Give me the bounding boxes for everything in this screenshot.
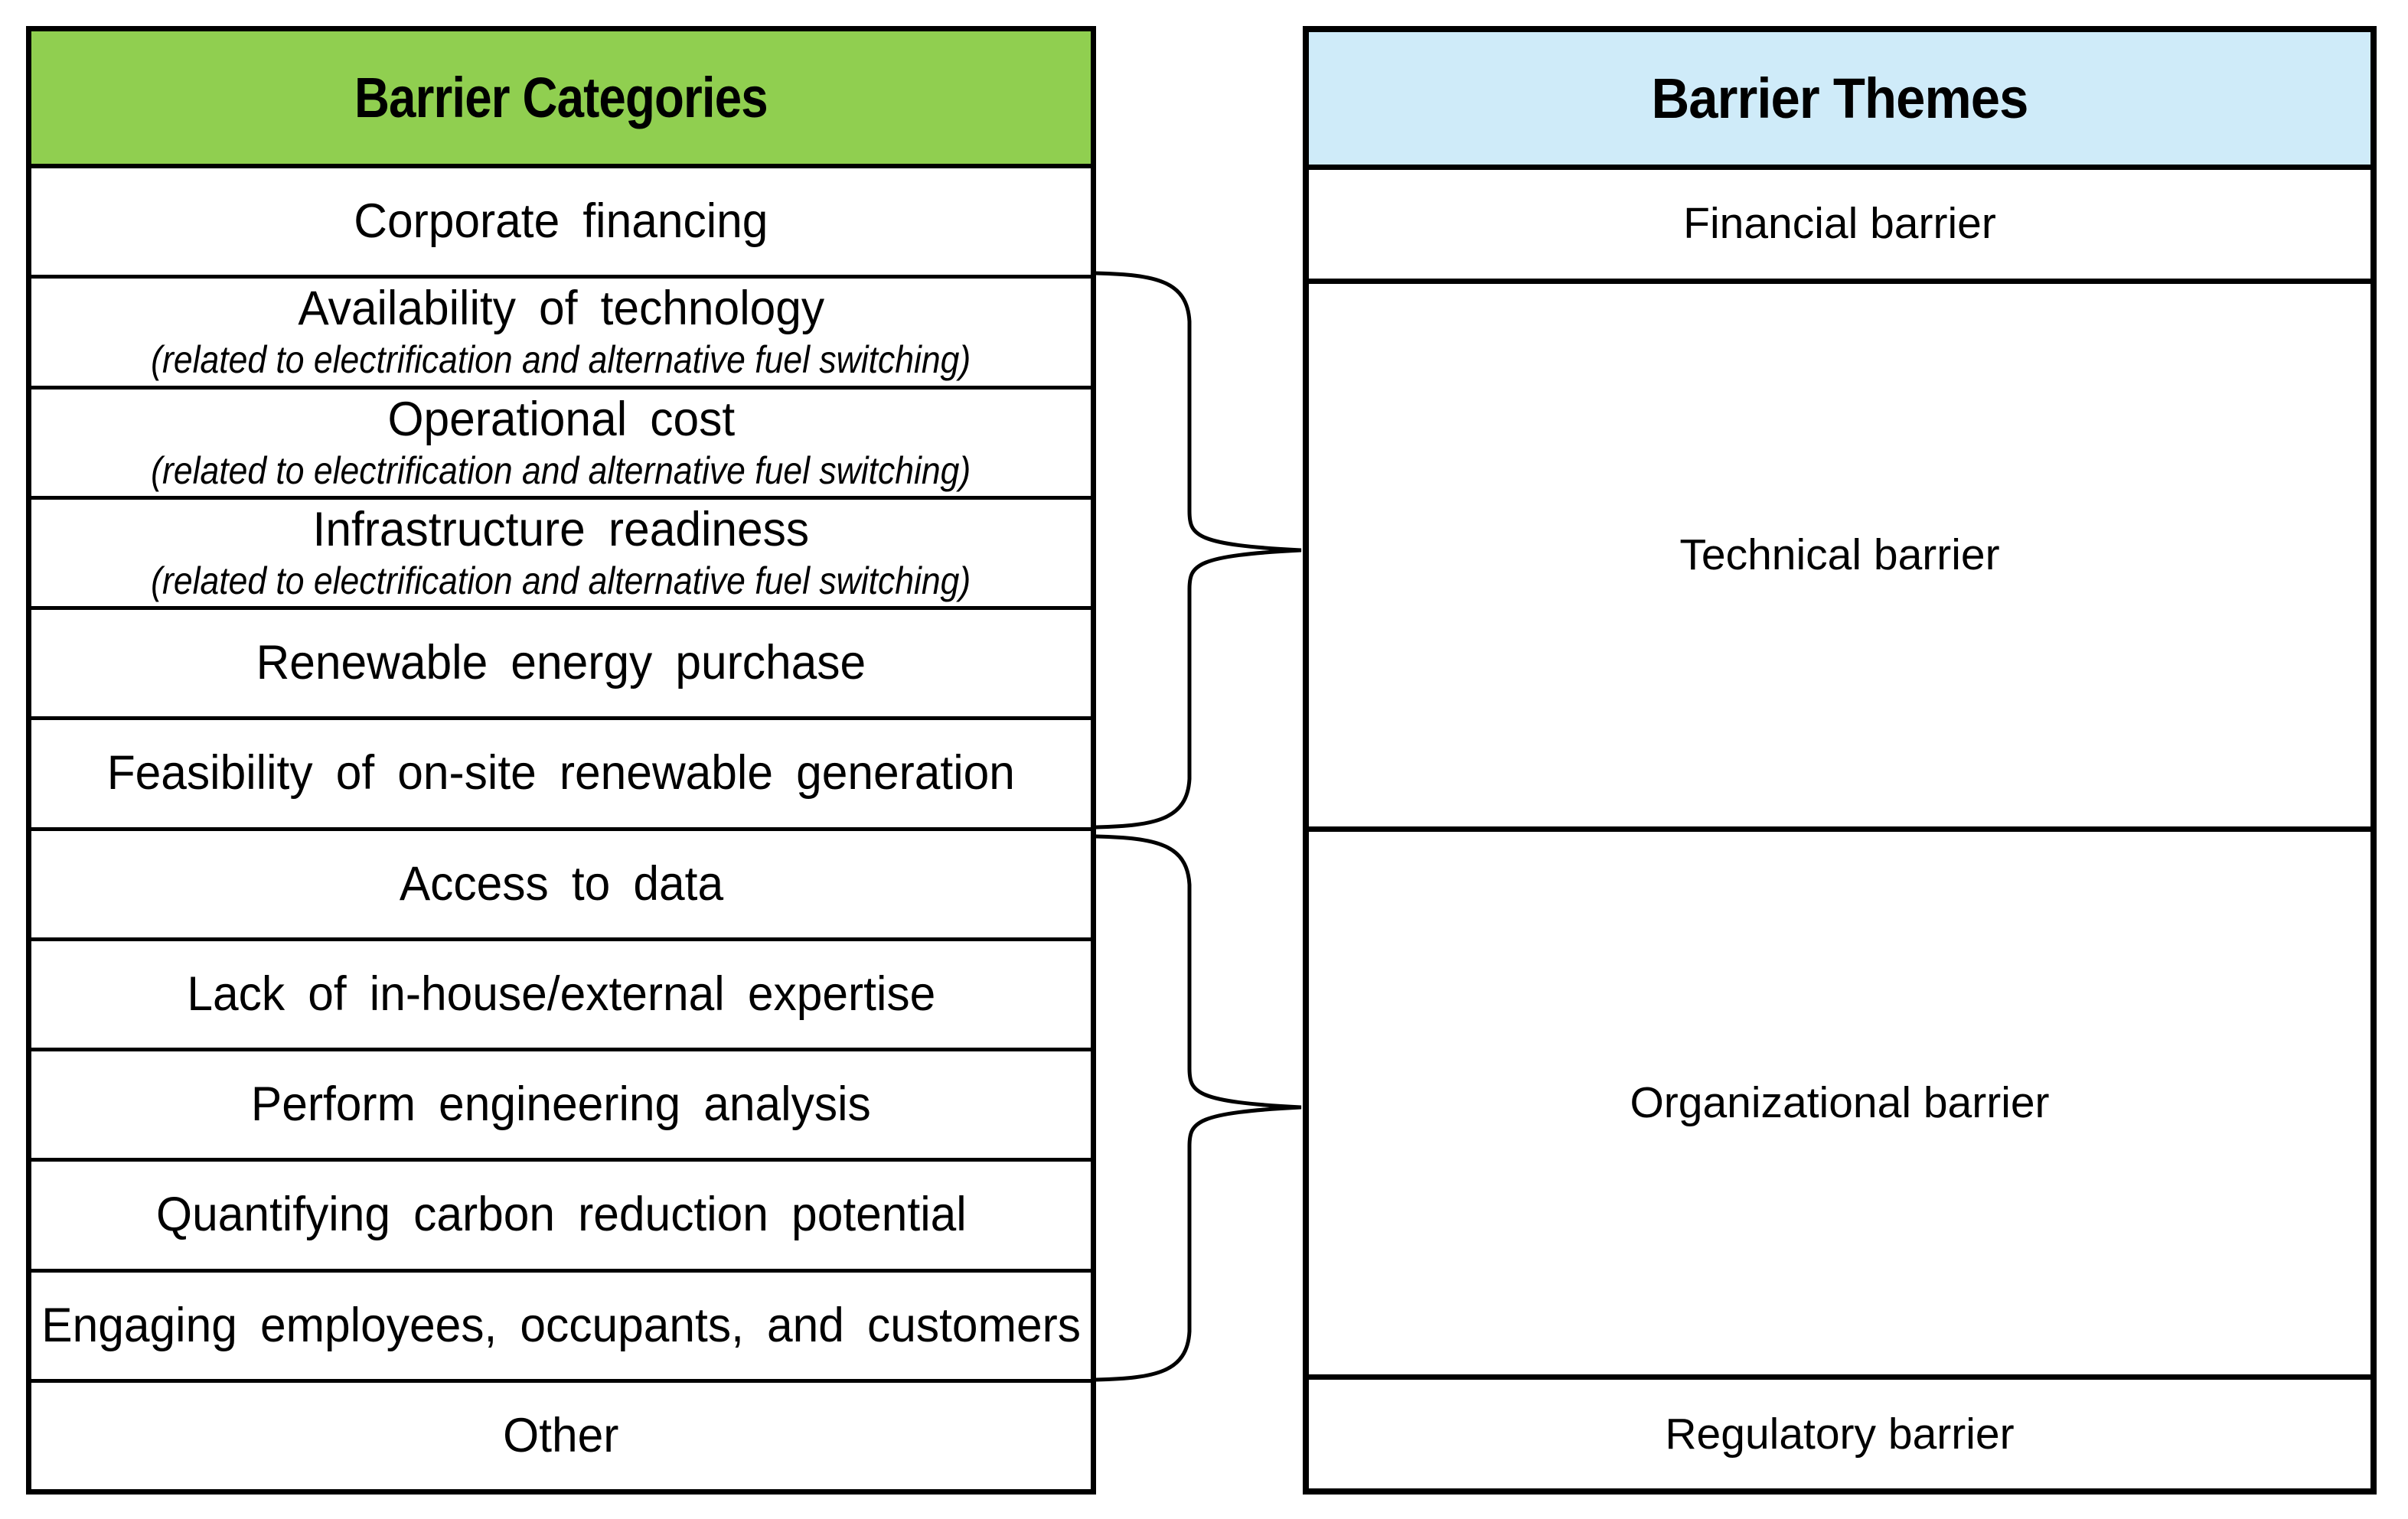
- category-row-corporate-financing: Corporate financing: [31, 168, 1091, 279]
- category-row-title: Lack of in-house/external expertise: [187, 966, 935, 1021]
- theme-row-financial-barrier: Financial barrier: [1309, 170, 2370, 284]
- theme-row-label: Regulatory barrier: [1665, 1409, 2015, 1459]
- category-row-title: Infrastructure readiness: [312, 502, 810, 556]
- theme-row-label: Technical barrier: [1679, 530, 2000, 579]
- category-row-feasibility-onsite-renewable: Feasibility of on-site renewable generat…: [31, 720, 1091, 831]
- category-row-title: Access to data: [399, 856, 723, 911]
- category-row-other: Other: [31, 1383, 1091, 1489]
- category-row-infrastructure-readiness: Infrastructure readiness (related to ele…: [31, 500, 1091, 610]
- category-row-engaging-employees: Engaging employees, occupants, and custo…: [31, 1273, 1091, 1383]
- category-row-title: Perform engineering analysis: [251, 1077, 871, 1132]
- category-row-renewable-energy-purchase: Renewable energy purchase: [31, 610, 1091, 721]
- category-row-perform-engineering-analysis: Perform engineering analysis: [31, 1051, 1091, 1162]
- barrier-categories-table: Barrier Categories Corporate financing A…: [26, 26, 1096, 1495]
- category-row-title: Availability of technology: [298, 282, 824, 336]
- barrier-themes-header: Barrier Themes: [1309, 32, 2370, 170]
- category-row-quantifying-carbon-reduction: Quantifying carbon reduction potential: [31, 1162, 1091, 1273]
- barrier-categories-header-label: Barrier Categories: [354, 65, 768, 129]
- category-row-title: Corporate financing: [354, 194, 768, 249]
- category-row-title: Engaging employees, occupants, and custo…: [41, 1298, 1081, 1352]
- category-row-title: Feasibility of on-site renewable generat…: [106, 746, 1016, 800]
- category-row-title: Operational cost: [387, 392, 735, 446]
- category-row-subtitle: (related to electrification and alternat…: [151, 448, 971, 492]
- barrier-themes-table: Barrier Themes Financial barrier Technic…: [1303, 26, 2377, 1495]
- category-row-access-to-data: Access to data: [31, 831, 1091, 941]
- theme-row-label: Organizational barrier: [1630, 1078, 2050, 1128]
- theme-row-technical-barrier: Technical barrier: [1309, 284, 2370, 832]
- category-row-title: Renewable energy purchase: [256, 636, 866, 690]
- category-row-title: Quantifying carbon reduction potential: [155, 1188, 967, 1242]
- brace-technical-group: [1094, 271, 1302, 830]
- brace-organizational-group: [1094, 834, 1302, 1382]
- barrier-themes-header-label: Barrier Themes: [1651, 66, 2029, 130]
- theme-row-regulatory-barrier: Regulatory barrier: [1309, 1380, 2370, 1488]
- theme-row-label: Financial barrier: [1683, 199, 1996, 249]
- category-row-availability-of-technology: Availability of technology (related to e…: [31, 279, 1091, 390]
- barrier-categories-header: Barrier Categories: [31, 31, 1091, 168]
- category-row-subtitle: (related to electrification and alternat…: [151, 559, 971, 602]
- category-row-operational-cost: Operational cost (related to electrifica…: [31, 390, 1091, 500]
- category-row-subtitle: (related to electrification and alternat…: [151, 338, 971, 382]
- category-row-lack-of-expertise: Lack of in-house/external expertise: [31, 941, 1091, 1051]
- theme-row-organizational-barrier: Organizational barrier: [1309, 832, 2370, 1380]
- category-row-title: Other: [503, 1408, 619, 1462]
